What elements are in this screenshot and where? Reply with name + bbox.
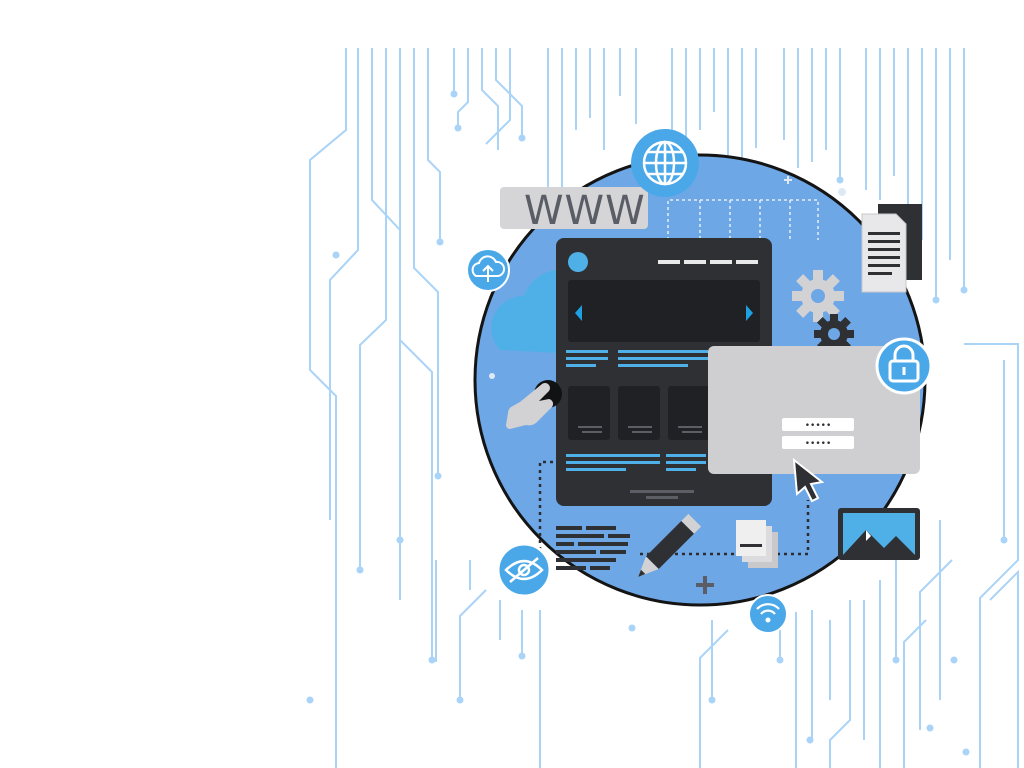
password-mask-2: ••••• xyxy=(805,439,832,449)
small-gear-icon xyxy=(814,314,854,354)
document-icon xyxy=(861,204,922,293)
image-icon xyxy=(838,508,920,560)
pages-stack-icon xyxy=(736,520,778,568)
pencil-icon xyxy=(638,513,702,577)
www-label: WWW xyxy=(524,188,646,234)
wifi-icon xyxy=(748,594,788,634)
pointer-cursor-icon xyxy=(792,457,825,503)
cloud-upload-icon xyxy=(466,248,510,292)
profile-dot xyxy=(568,252,588,272)
slider-next-arrow xyxy=(746,305,753,321)
globe-icon xyxy=(631,129,699,197)
code-text-lines xyxy=(556,526,630,570)
circuit-lines xyxy=(309,48,1019,768)
login-card: ••••• ••••• xyxy=(708,346,920,474)
tap-hand-icon xyxy=(506,380,562,429)
plus-decoration xyxy=(696,576,714,594)
hero-slider xyxy=(568,280,760,342)
sparkle-decorations xyxy=(489,176,846,379)
connector-lines xyxy=(667,199,819,240)
www-address-box xyxy=(500,187,648,229)
gear-icon xyxy=(792,270,844,322)
circuit-nodes xyxy=(306,90,1008,756)
password-field-2 xyxy=(782,436,854,449)
slider-prev-arrow xyxy=(575,305,582,321)
lock-icon xyxy=(875,337,933,395)
password-mask-1: ••••• xyxy=(805,421,832,431)
hidden-eye-icon xyxy=(496,542,552,598)
password-field-1 xyxy=(782,418,854,431)
